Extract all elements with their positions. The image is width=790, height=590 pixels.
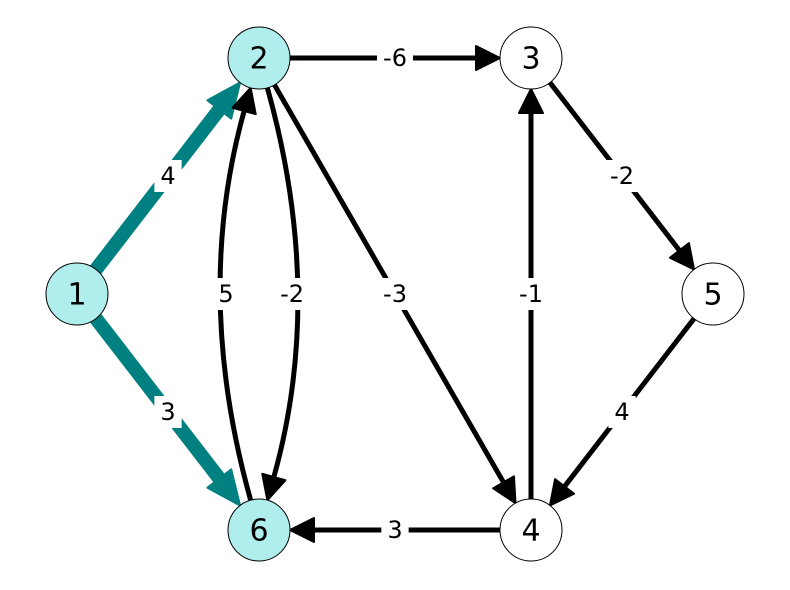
arrowhead <box>518 88 544 114</box>
edge-label-background <box>513 278 549 310</box>
node-3: 3 <box>499 26 563 90</box>
edge-weight-label: -2 <box>610 162 634 190</box>
node-label: 6 <box>249 514 268 549</box>
edge-1-2: 4 <box>88 81 242 277</box>
edge-label-background <box>377 42 413 74</box>
edge-weight-label: -3 <box>383 280 407 308</box>
edge-label-background <box>274 278 311 310</box>
arrowhead <box>475 45 501 71</box>
edges-layer: 4 3 -6 -2 5 -3 -2 -1 4 3 <box>88 42 697 546</box>
edge-label-background <box>154 160 182 192</box>
node-circle <box>499 498 563 562</box>
arrowhead <box>206 81 242 120</box>
edge-label-background <box>154 396 182 428</box>
edge-label-background <box>381 514 409 546</box>
edge-weight-label: 3 <box>387 516 402 544</box>
edge-6-2: 5 <box>212 86 257 503</box>
arrowhead <box>668 242 696 271</box>
node-circle <box>681 262 745 326</box>
edge-2-6: -2 <box>261 85 311 502</box>
edge-weight-label: -2 <box>280 280 304 308</box>
edge-2-4: -3 <box>271 82 517 505</box>
node-circle <box>45 262 109 326</box>
node-4: 4 <box>499 498 563 562</box>
edge-weight-label: 4 <box>160 162 175 190</box>
arrowhead <box>261 472 287 502</box>
node-circle <box>227 26 291 90</box>
edge-4-3: -1 <box>513 88 549 502</box>
arrowhead <box>231 86 257 116</box>
edge-label-background <box>377 278 413 310</box>
arrowhead <box>548 478 576 507</box>
edge-2-3: -6 <box>287 42 501 74</box>
nodes-layer: 1 2 3 4 5 6 <box>45 26 745 562</box>
node-1: 1 <box>45 262 109 326</box>
node-2: 2 <box>227 26 291 90</box>
node-label: 1 <box>67 278 86 313</box>
node-circle <box>499 26 563 90</box>
arrowhead <box>206 468 242 507</box>
node-label: 3 <box>521 42 540 77</box>
edge-label-background <box>604 160 640 192</box>
node-5: 5 <box>681 262 745 326</box>
edge-5-4: 4 <box>548 316 697 507</box>
node-label: 2 <box>249 42 268 77</box>
edge-weight-label: 5 <box>218 280 233 308</box>
node-6: 6 <box>227 498 291 562</box>
node-label: 5 <box>703 278 722 313</box>
edge-label-background <box>212 278 240 310</box>
edge-weight-label: -1 <box>519 280 543 308</box>
node-circle <box>227 498 291 562</box>
node-label: 4 <box>521 514 540 549</box>
edge-weight-label: -6 <box>383 44 407 72</box>
edge-1-6: 3 <box>88 311 242 507</box>
edge-3-5: -2 <box>547 80 696 271</box>
edge-4-6: 3 <box>289 514 503 546</box>
edge-label-background <box>608 396 636 428</box>
arrowhead <box>289 517 315 543</box>
arrowhead <box>492 475 517 505</box>
edge-weight-label: 3 <box>160 398 175 426</box>
edge-weight-label: 4 <box>614 398 629 426</box>
